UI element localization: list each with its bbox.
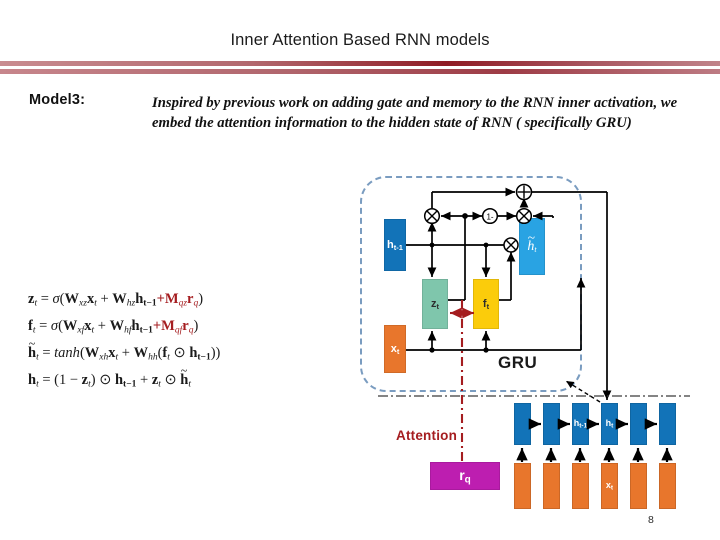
unrolled-input-label: xt (605, 480, 614, 492)
gru-label: GRU (498, 353, 538, 372)
box-h-tilde-label: ht (527, 239, 536, 255)
box-x-t-label: xt (390, 342, 400, 356)
box-h-tilde: ht (519, 218, 545, 275)
header-rule-top (0, 61, 720, 66)
unrolled-hidden-box (543, 403, 560, 445)
unrolled-hidden-box (514, 403, 531, 445)
unrolled-input-box (659, 463, 676, 509)
model-label: Model3: (29, 92, 86, 108)
page-title: Inner Attention Based RNN models (230, 31, 490, 49)
box-r-q: rq (430, 462, 500, 490)
page-number: 8 (648, 514, 654, 526)
box-r-q-label: rq (459, 466, 471, 486)
unrolled-input-box-current: xt (601, 463, 618, 509)
box-z-t-label: zt (431, 297, 439, 311)
unrolled-input-box (630, 463, 647, 509)
unrolled-hidden-label: ht-1 (573, 418, 588, 430)
unrolled-hidden-box-current: ht (601, 403, 618, 445)
unrolled-hidden-box (659, 403, 676, 445)
unrolled-hidden-box: ht-1 (572, 403, 589, 445)
unrolled-hidden-box (630, 403, 647, 445)
unrolled-input-box (572, 463, 589, 509)
box-h-prev-label: ht-1 (387, 238, 403, 252)
unrolled-hidden-label: ht (605, 418, 614, 430)
header-rule-gap (0, 66, 720, 69)
model-description: Inspired by previous work on adding gate… (152, 95, 678, 131)
box-h-prev: ht-1 (384, 219, 406, 271)
header-rule-bottom (0, 69, 720, 74)
equation-h: ht = (1 − zt) ⊙ ht−1 + zt ⊙ ht (28, 369, 348, 396)
equation-f: ft = σ(Wxfxt + Whfht−1+Mqfrq) (28, 318, 199, 336)
box-z-t: zt (422, 279, 448, 329)
box-x-t: xt (384, 325, 406, 373)
equation-z: zt = σ(Wxzxt + Whzht−1+Mqzrq) (28, 291, 204, 309)
equation-block: zt = σ(Wxzxt + Whzht−1+Mqzrq) ft = σ(Wxf… (28, 288, 348, 397)
unrolled-input-box (543, 463, 560, 509)
attention-label: Attention (396, 428, 458, 443)
box-f-t-label: ft (482, 297, 490, 311)
unrolled-input-box (514, 463, 531, 509)
equation-h-tilde: ht = tanh(Wxhxt + Whh(ft ⊙ ht−1)) (28, 342, 348, 369)
box-f-t: ft (473, 279, 499, 329)
